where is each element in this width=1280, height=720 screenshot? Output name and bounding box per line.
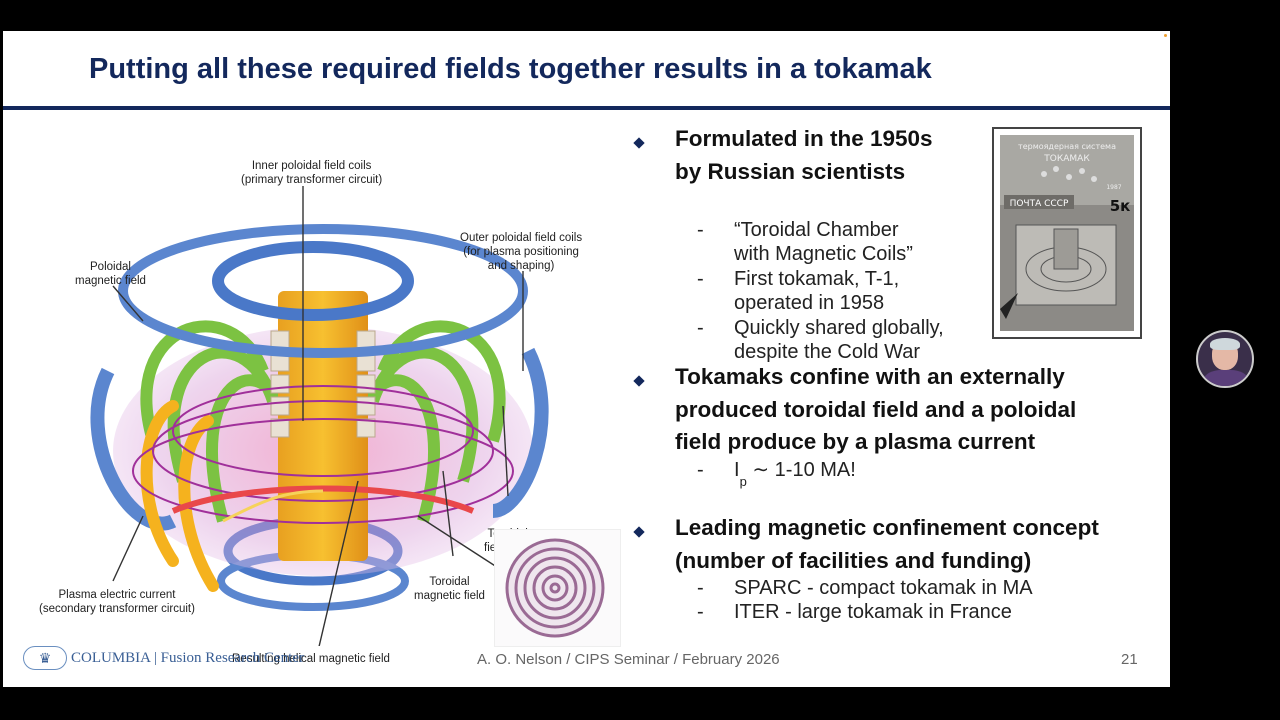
columbia-logo: ♛ COLUMBIA | Fusion Research Center (23, 645, 304, 671)
sub-text: SPARC - compact tokamak in MA (734, 577, 1033, 599)
label-inner-poloidal-line1: Inner poloidal field coils (251, 160, 372, 172)
sub-text: First tokamak, T-1, (734, 268, 900, 290)
bullet-head-line: Formulated in the 1950s (675, 126, 933, 151)
label-plasma-current-line2: (secondary transformer circuit) (39, 603, 195, 615)
bullet-head-line: Leading magnetic confinement concept (675, 515, 1099, 540)
label-plasma-current: Plasma electric current (secondary trans… (39, 588, 195, 616)
sub-text: ITER - large tokamak in France (734, 601, 1012, 623)
stamp-illustration: термоядерная система ТОКАМАК 1987 ПОЧТА … (1000, 135, 1134, 331)
sub-dash: - (697, 317, 704, 339)
slide: Putting all these required fields togeth… (3, 31, 1170, 687)
stamp-year: 1987 (1106, 184, 1121, 191)
label-outer-poloidal-line3: and shaping) (487, 260, 555, 272)
current-subscript: p (739, 474, 747, 489)
sub-dash: - (697, 268, 704, 290)
bullet-diamond-icon (633, 137, 645, 149)
corner-dot (1164, 34, 1167, 37)
label-outer-poloidal-line1: Outer poloidal field coils (460, 232, 583, 244)
crown-icon: ♛ (23, 646, 67, 670)
stamp-top-text2: ТОКАМАК (1043, 154, 1090, 164)
onion-cross-section-image (494, 529, 621, 647)
current-value: ∼ 1-10 MA! (752, 459, 856, 481)
label-poloidal-field-line2: magnetic field (75, 275, 146, 287)
label-helical-field: Resulting helical magnetic field (232, 653, 390, 665)
onion-rings-icon (505, 538, 605, 638)
stamp-country: ПОЧТА СССР (1010, 199, 1069, 209)
slide-title: Putting all these required fields togeth… (89, 53, 932, 85)
label-poloidal-field-line1: Poloidal (90, 261, 131, 273)
sub-text: “Toroidal Chamber (734, 219, 899, 241)
bullet-head-line: Tokamaks confine with an externally (675, 364, 1065, 389)
label-inner-poloidal-line2: (primary transformer circuit) (241, 174, 383, 186)
bullet-head-confinement: Tokamaks confine with an externally prod… (675, 361, 1076, 459)
sub-dash: - (697, 459, 704, 481)
bullet-head-leading: Leading magnetic confinement concept (nu… (675, 512, 1099, 577)
label-outer-poloidal: Outer poloidal field coils (for plasma p… (460, 231, 582, 273)
stamp-top-text1: термоядерная система (1018, 142, 1116, 151)
sub-text: Quickly shared globally, (734, 317, 944, 339)
label-toroidal-field: Toroidal magnetic field (414, 575, 485, 603)
sub-text: operated in 1958 (734, 292, 885, 314)
tokamak-stamp-image: термоядерная система ТОКАМАК 1987 ПОЧТА … (992, 127, 1142, 339)
label-poloidal-field: Poloidal magnetic field (75, 260, 146, 288)
page-number: 21 (1121, 651, 1138, 668)
current-symbol: I (734, 459, 740, 481)
bullet-head-line: produced toroidal field and a poloidal (675, 396, 1077, 422)
label-outer-poloidal-line2: (for plasma positioning (463, 246, 579, 258)
sub-dash: - (697, 601, 704, 623)
bullet-head-line: by Russian scientists (675, 158, 906, 184)
presenter-shirt (1204, 370, 1248, 386)
label-inner-poloidal: Inner poloidal field coils (primary tran… (241, 159, 382, 187)
label-toroidal-field-line2: magnetic field (414, 590, 485, 602)
presenter-webcam[interactable] (1196, 330, 1254, 388)
label-toroidal-field-line1: Toroidal (429, 576, 470, 588)
stamp-value: 5к (1110, 197, 1131, 215)
bullet-head-history: Formulated in the 1950s by Russian scien… (675, 123, 933, 188)
sub-dash: - (697, 219, 704, 241)
sub-dash: - (697, 577, 704, 599)
sub-text: despite the Cold War (734, 341, 921, 363)
presenter-hair (1210, 338, 1240, 350)
logo-text: COLUMBIA | Fusion Research Center (71, 649, 304, 666)
bullet-head-line: (number of facilities and funding) (675, 547, 1032, 573)
bullet-diamond-icon (633, 526, 645, 538)
sub-text: with Magnetic Coils” (734, 243, 913, 265)
tokamak-diagram: Inner poloidal field coils (primary tran… (23, 121, 623, 665)
tokamak-illustration (90, 186, 549, 646)
label-plasma-current-line1: Plasma electric current (58, 589, 176, 601)
footer-text: A. O. Nelson / CIPS Seminar / February 2… (477, 651, 780, 668)
title-rule (3, 106, 1170, 110)
bullet-diamond-icon (633, 375, 645, 387)
sub-text: Ip ∼ 1-10 MA! (734, 458, 856, 489)
bullet-head-line: field produce by a plasma current (675, 429, 1036, 454)
